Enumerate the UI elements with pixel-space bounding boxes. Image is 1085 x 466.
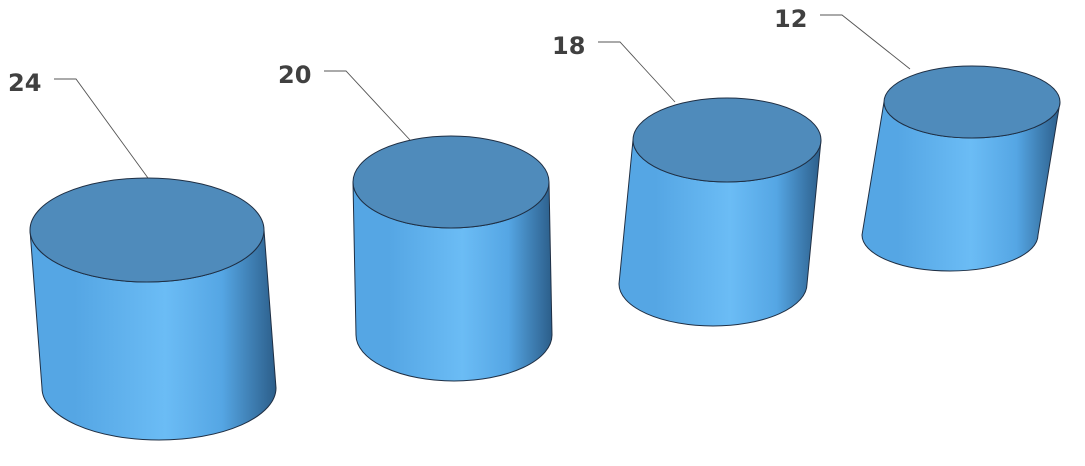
data-label-3: 18 xyxy=(552,32,585,60)
cylinder-top xyxy=(29,177,265,283)
leader-line xyxy=(598,41,676,103)
cylinder-bar-4 xyxy=(861,65,1061,272)
cylinder-bar-3 xyxy=(618,97,822,327)
cylinder-bar-1 xyxy=(29,177,277,441)
labels-layer: 24 20 18 12 xyxy=(8,5,911,179)
data-label-4: 12 xyxy=(774,5,807,33)
cylinder-top xyxy=(883,65,1061,139)
leader-line xyxy=(324,70,411,141)
leader-line xyxy=(820,14,911,70)
leader-line xyxy=(54,78,149,179)
bars-layer xyxy=(29,65,1061,441)
cylinder-top xyxy=(632,97,822,183)
data-label-1: 24 xyxy=(8,69,41,97)
cylinder-top xyxy=(352,135,550,229)
cylinder-bar-2 xyxy=(352,135,553,382)
data-label-2: 20 xyxy=(278,61,311,89)
